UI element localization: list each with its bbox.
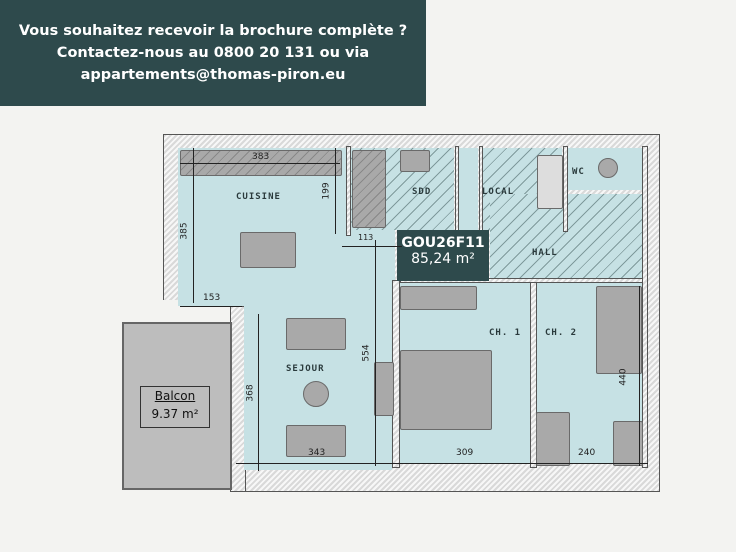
tv-cabinet	[374, 362, 394, 416]
dimension-line	[180, 306, 242, 307]
label-sdd: SDD	[412, 187, 432, 197]
label-local: LOCAL	[482, 187, 515, 197]
dim-385: 385	[179, 222, 190, 240]
wall	[346, 146, 351, 236]
dim-343: 343	[308, 448, 326, 458]
label-cuisine: CUISINE	[236, 192, 281, 202]
dim-240: 240	[578, 448, 596, 458]
dimension-line	[639, 286, 640, 466]
dim-153: 153	[203, 293, 221, 303]
label-sejour: SEJOUR	[286, 364, 325, 374]
toilet	[598, 158, 618, 178]
nightstand	[613, 421, 643, 466]
label-hall: HALL	[532, 248, 558, 258]
dimension-line	[180, 163, 340, 164]
unit-code: GOU26F11	[401, 235, 485, 251]
dim-368: 368	[245, 384, 256, 402]
washer-dryer	[537, 155, 563, 209]
unit-label: GOU26F11 85,24 m²	[397, 230, 489, 281]
armchair	[286, 425, 346, 457]
balcony-area: 9.37 m²	[151, 407, 199, 421]
dining-table	[240, 232, 296, 268]
shower	[352, 150, 386, 228]
banner-line-3[interactable]: appartements@thomas-piron.eu	[80, 67, 346, 83]
label-ch2: CH. 2	[545, 328, 578, 338]
dimension-line	[193, 148, 194, 303]
dimension-line	[258, 314, 259, 471]
coffee-table	[303, 381, 329, 407]
room-passage	[335, 228, 395, 288]
banner-line-1: Vous souhaitez recevoir la brochure comp…	[18, 23, 408, 39]
brochure-banner: Vous souhaitez recevoir la brochure comp…	[0, 0, 426, 106]
unit-area: 85,24 m²	[411, 251, 475, 267]
dim-440: 440	[618, 368, 629, 386]
label-ch1: CH. 1	[489, 328, 522, 338]
double-bed	[400, 350, 492, 430]
wall	[642, 146, 648, 468]
wardrobe	[400, 286, 477, 310]
dimension-line	[236, 463, 648, 464]
dimension-line	[335, 148, 336, 234]
room-closet	[458, 148, 478, 230]
banner-line-2: Contactez-nous au 0800 20 131 ou via	[56, 45, 370, 61]
wall	[455, 146, 459, 232]
dimension-line	[375, 240, 376, 466]
dim-383: 383	[252, 152, 270, 162]
single-bed	[596, 286, 642, 374]
balcony-title: Balcon	[154, 389, 196, 403]
wall	[563, 146, 568, 232]
sink	[400, 150, 430, 172]
dim-113: 113	[358, 233, 374, 242]
sofa	[286, 318, 346, 350]
dim-309: 309	[456, 448, 474, 458]
balcony: Balcon 9.37 m²	[122, 322, 232, 490]
balcony-label: Balcon 9.37 m²	[140, 386, 210, 428]
dim-199: 199	[321, 182, 332, 200]
label-wc: WC	[572, 167, 585, 177]
dimension-line	[342, 246, 402, 247]
desk	[536, 412, 570, 466]
dim-554: 554	[361, 344, 372, 362]
